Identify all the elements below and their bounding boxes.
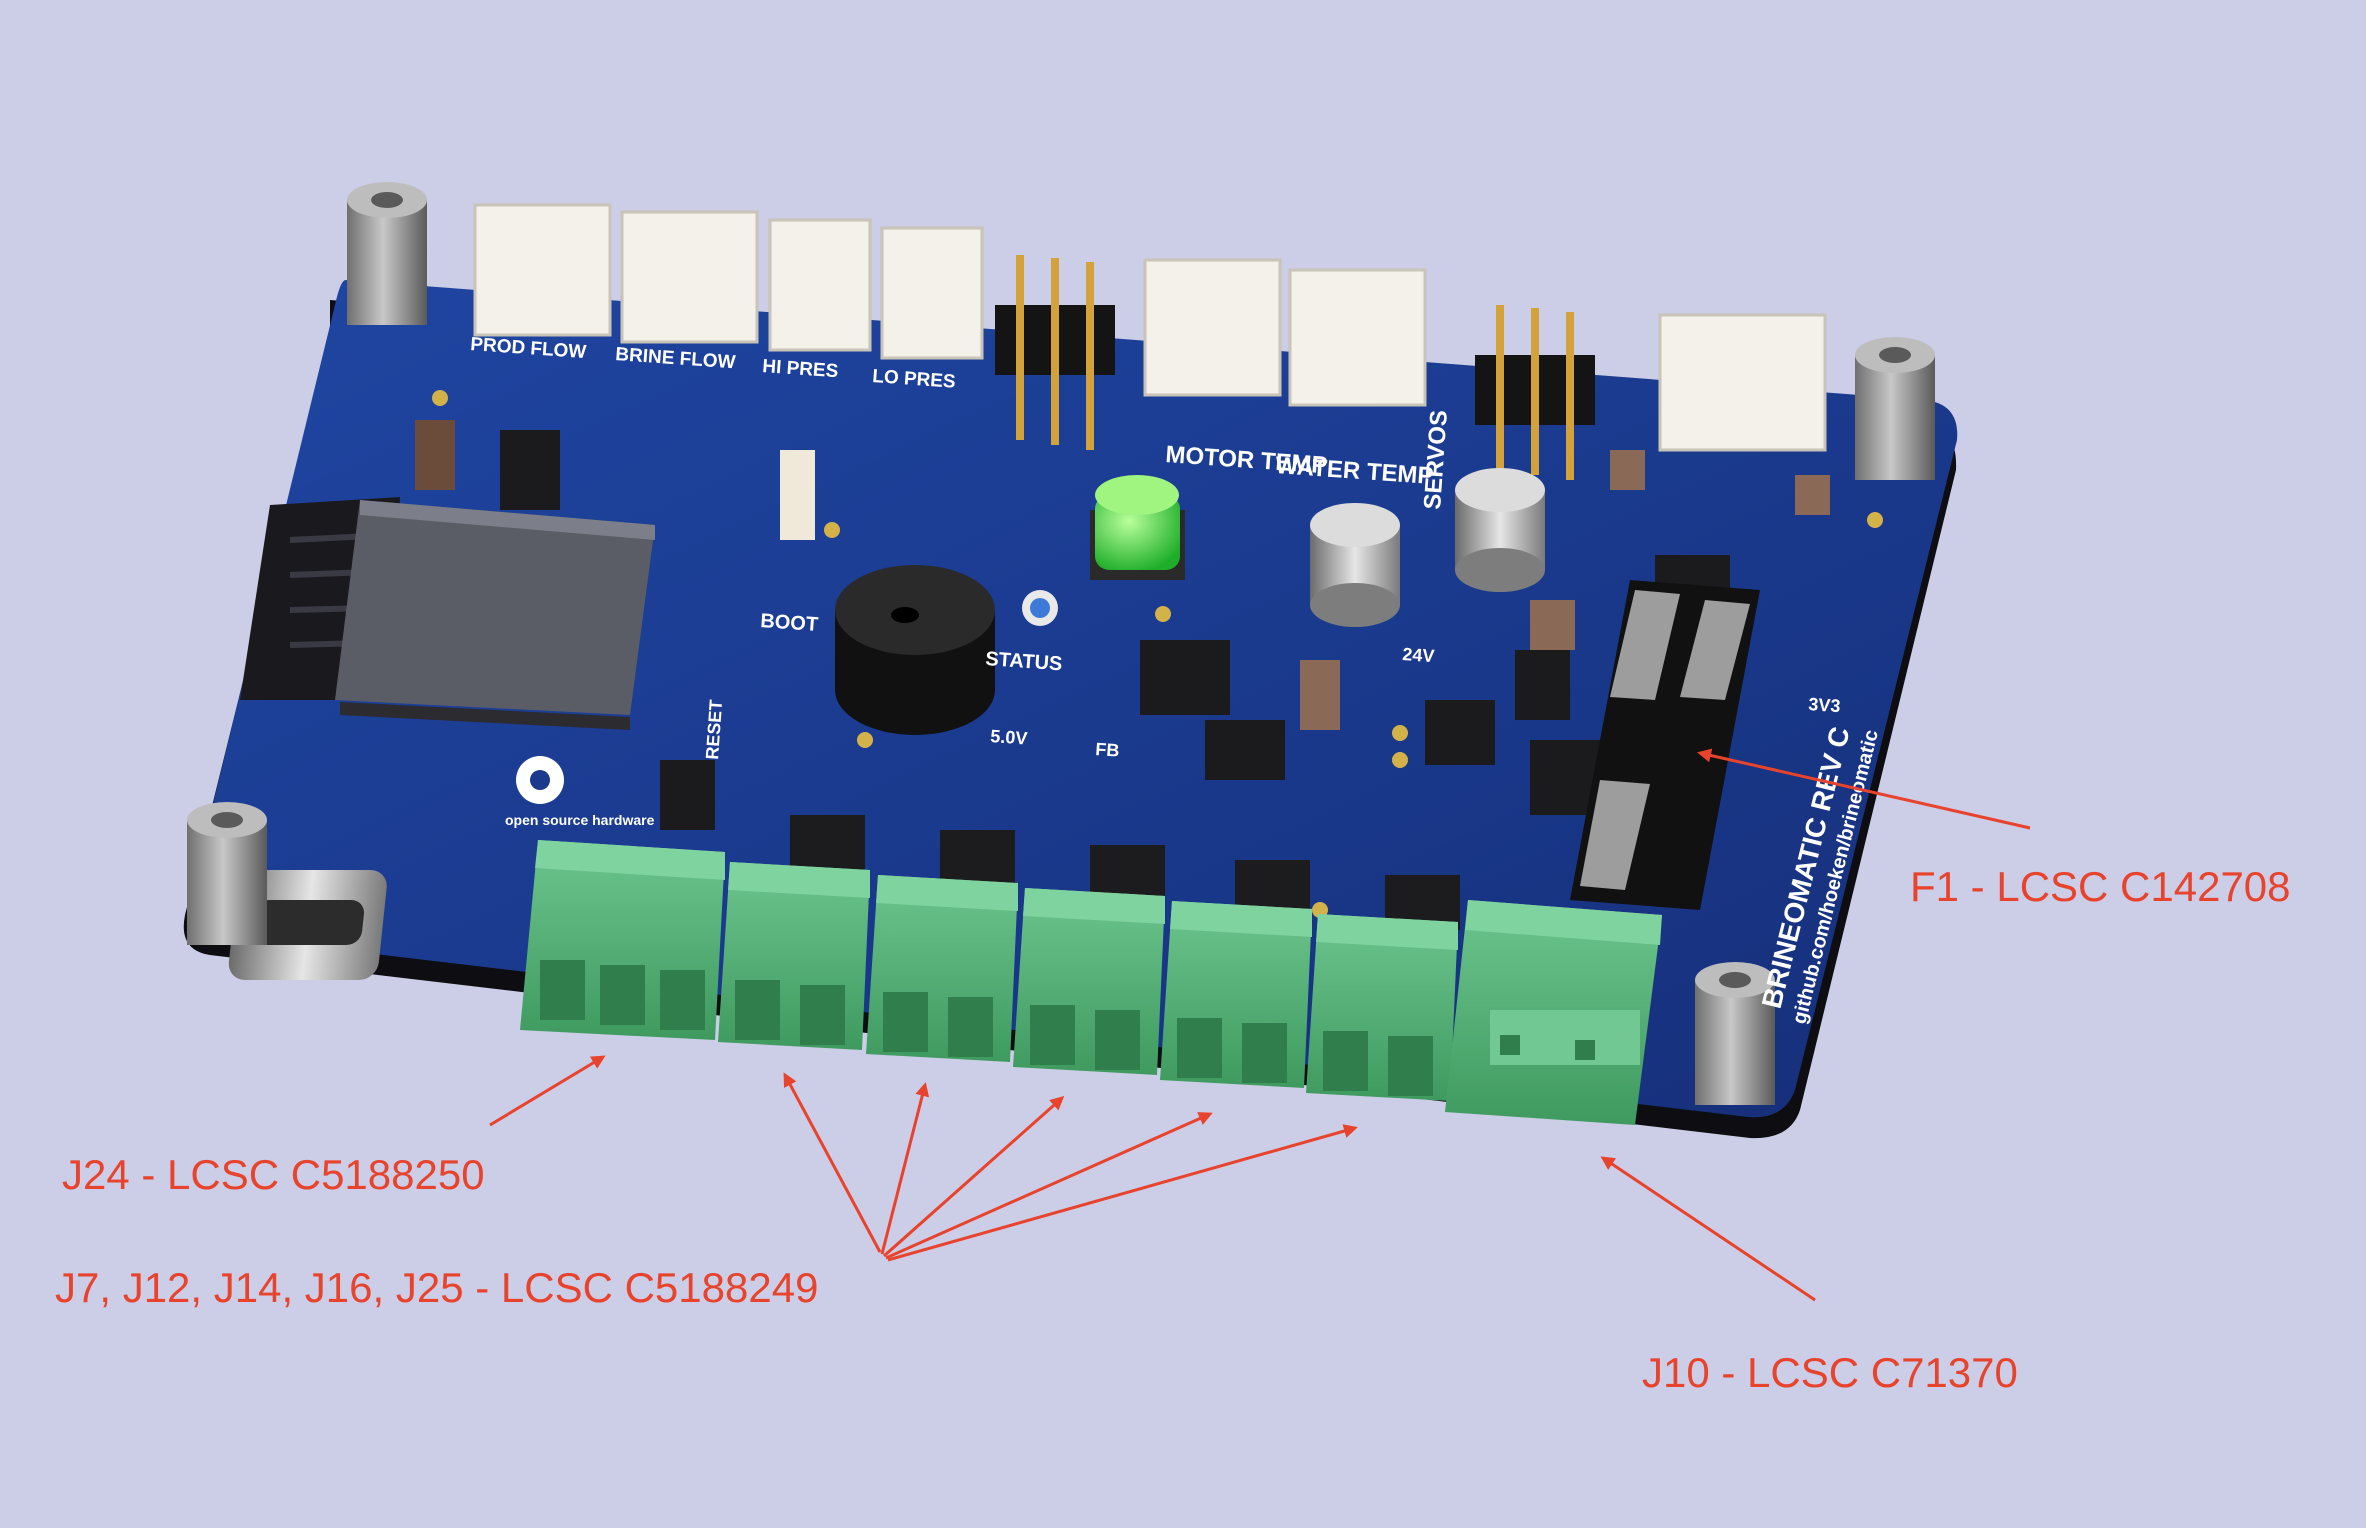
- green-led: [1090, 475, 1185, 580]
- terminal-block-j7: [718, 862, 870, 1050]
- svg-text:BOOT: BOOT: [760, 610, 819, 636]
- standoff-bottom-left: [187, 802, 267, 945]
- buzzer: [835, 565, 995, 735]
- svg-text:24V: 24V: [1402, 644, 1435, 666]
- standoff-bottom-right: [1695, 962, 1775, 1105]
- svg-text:RESET: RESET: [702, 699, 726, 760]
- electrolytic-capacitors: [1310, 468, 1545, 627]
- pin-headers: [995, 255, 1595, 480]
- smd-parts: [415, 420, 1830, 730]
- svg-text:FB: FB: [1095, 739, 1120, 761]
- terminal-block-j10: [1445, 900, 1662, 1125]
- ics: [500, 430, 1730, 830]
- terminal-block-j12: [866, 875, 1018, 1062]
- terminal-block-j16: [1160, 901, 1312, 1088]
- jst-headers: [473, 203, 1827, 452]
- svg-text:5.0V: 5.0V: [990, 726, 1028, 749]
- callout-group: J7, J12, J14, J16, J25 - LCSC C5188249: [55, 1264, 819, 1311]
- esp32-shield: [335, 500, 655, 715]
- svg-text:STATUS: STATUS: [985, 648, 1063, 675]
- terminal-block-j14: [1013, 888, 1165, 1075]
- callout-fuse: F1 - LCSC C142708: [1910, 863, 2291, 910]
- mosfets: [790, 815, 1460, 930]
- terminal-block-j25: [1306, 914, 1458, 1101]
- terminal-block-j24: [520, 840, 725, 1040]
- svg-text:3V3: 3V3: [1808, 694, 1841, 716]
- callout-j10: J10 - LCSC C71370: [1642, 1349, 2018, 1396]
- svg-text:open source hardware: open source hardware: [505, 812, 655, 828]
- callout-j24: J24 - LCSC C5188250: [62, 1151, 485, 1198]
- test-pads: [432, 390, 1883, 918]
- oshw-logo: open source hardware: [505, 756, 655, 828]
- standoff-top-left: [347, 182, 427, 325]
- standoff-top-right: [1855, 337, 1935, 480]
